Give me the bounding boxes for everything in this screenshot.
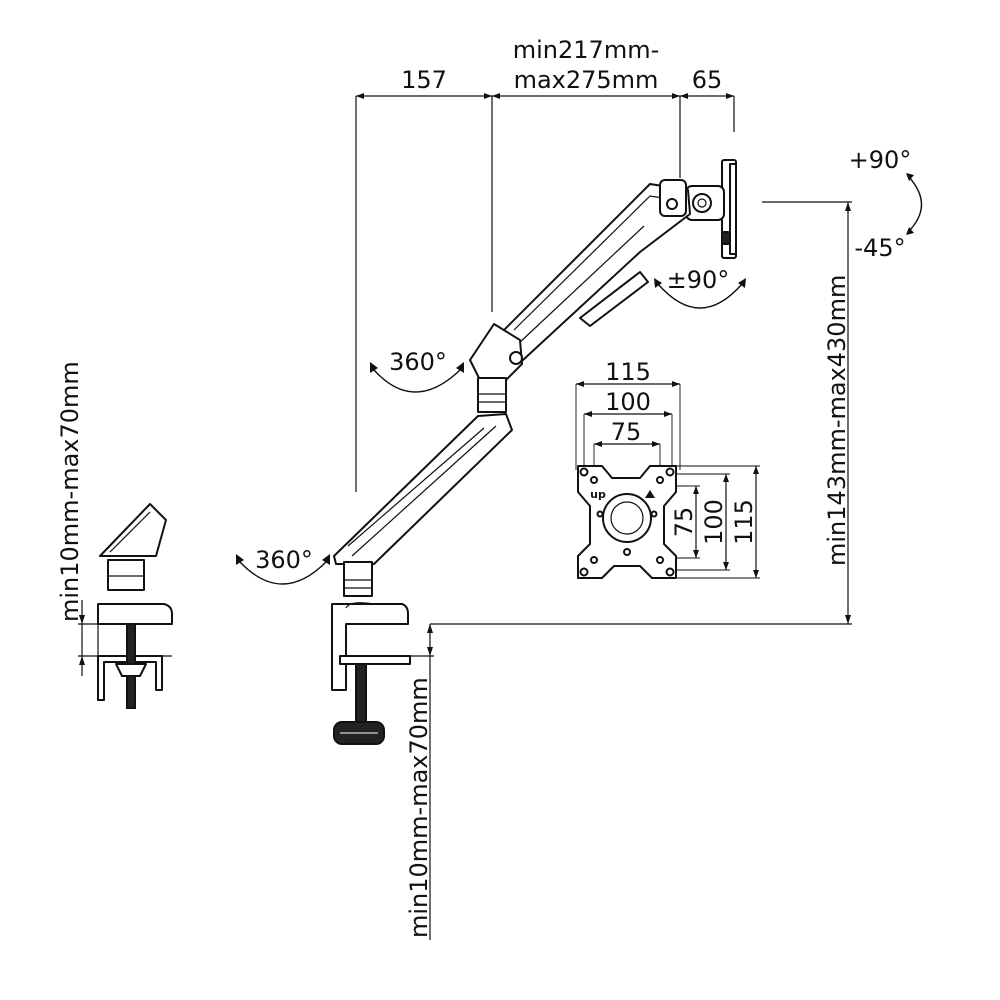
vesa-up-label: up bbox=[590, 488, 606, 501]
swivel-indicator: ±90° bbox=[654, 266, 746, 309]
arm-joint-rotation-label: 360° bbox=[389, 348, 447, 376]
vesa-height-115-label: 115 bbox=[730, 499, 758, 545]
base-joint-rotation-label: 360° bbox=[255, 546, 313, 574]
dimension-157-label: 157 bbox=[401, 66, 447, 94]
height-dimension: min143mm-max430mm bbox=[430, 201, 852, 625]
vesa-width-115-label: 115 bbox=[605, 358, 651, 386]
front-clamp: min10mm-max70mm bbox=[331, 602, 434, 940]
arm-length-label-line2: max275mm bbox=[514, 66, 659, 94]
arm-length-label-line1: min217mm- bbox=[513, 36, 659, 64]
vesa-width-100-label: 100 bbox=[605, 388, 651, 416]
vesa-height-100-label: 100 bbox=[700, 499, 728, 545]
base-joint: 360° bbox=[236, 546, 373, 597]
swivel-label: ±90° bbox=[667, 266, 730, 294]
arm-joint: 360° bbox=[370, 348, 507, 413]
height-range-label: min143mm-max430mm bbox=[823, 275, 851, 566]
tilt-down-label: -45° bbox=[854, 234, 905, 262]
side-clamp-view: min10mm-max70mm bbox=[56, 361, 173, 709]
lower-arm bbox=[333, 413, 513, 565]
tilt-up-label: +90° bbox=[849, 146, 912, 174]
desk-thickness-front-label: min10mm-max70mm bbox=[405, 677, 433, 938]
upper-arm bbox=[469, 179, 691, 381]
desk-thickness-side-label: min10mm-max70mm bbox=[56, 361, 84, 622]
vesa-width-75-label: 75 bbox=[611, 418, 642, 446]
monitor-head bbox=[685, 159, 737, 259]
dimension-65-label: 65 bbox=[692, 66, 723, 94]
vesa-height-75-label: 75 bbox=[670, 507, 698, 538]
vesa-plate: 115 100 75 up bbox=[575, 358, 760, 579]
tilt-indicator: +90° -45° bbox=[849, 146, 923, 262]
top-dimensions: 157 min217mm- max275mm 65 bbox=[355, 36, 735, 492]
